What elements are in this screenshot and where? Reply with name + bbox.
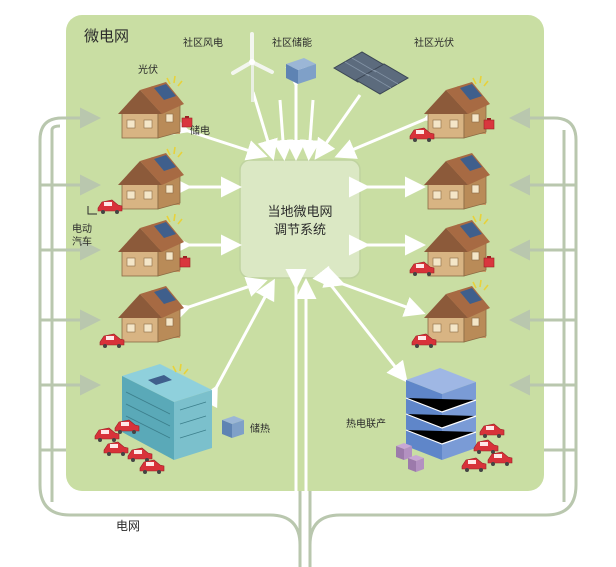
center-box-line2: 调节系统 <box>274 223 326 238</box>
chp-building-icon <box>405 368 477 460</box>
heat-storage-label: 储热 <box>250 422 270 435</box>
wind-label: 社区风电 <box>183 36 223 49</box>
storage-label: 社区储能 <box>272 36 312 49</box>
power-flow-arrows <box>167 67 446 491</box>
chp-units <box>396 443 424 472</box>
heat-storage-icon <box>222 416 244 438</box>
wind-turbine-icon <box>231 32 274 102</box>
battery-label: 储电 <box>190 124 210 137</box>
grid-entry-lines <box>66 107 544 545</box>
solar-label: 社区光伏 <box>414 36 454 49</box>
storage-unit-icon <box>286 58 316 84</box>
solar-panel-icon <box>333 51 409 95</box>
office-building-icon <box>122 364 212 460</box>
pv-label: 光伏 <box>138 63 158 76</box>
microgrid-title: 微电网 <box>84 27 129 45</box>
ev-label-line1: 电动 <box>72 222 92 235</box>
center-box-line1: 当地微电网 <box>267 205 332 220</box>
chp-label: 热电联产 <box>346 417 386 430</box>
ev-label-line2: 汽车 <box>72 235 92 248</box>
grid-label: 电网 <box>116 519 140 533</box>
